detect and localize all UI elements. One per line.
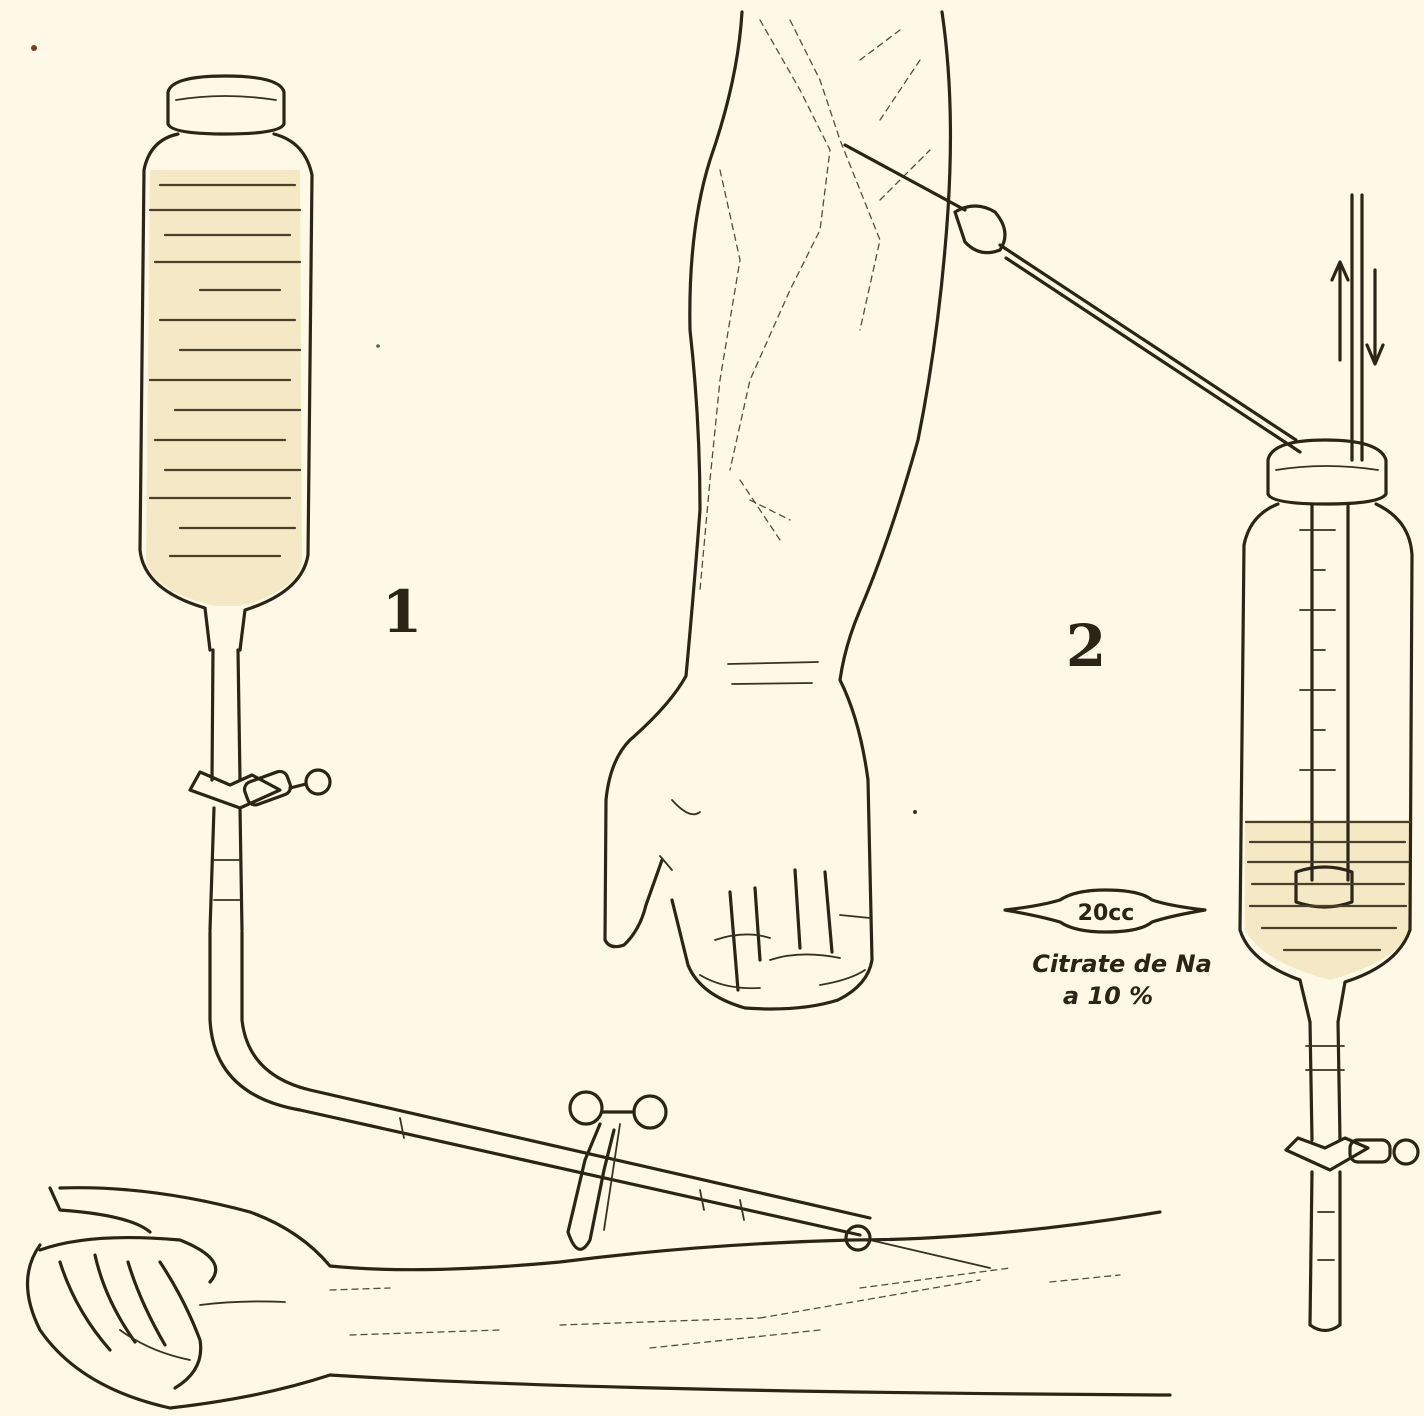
- air-tube-arrows: [1332, 195, 1383, 460]
- bottle-2-graduations: [1300, 530, 1335, 770]
- caption-line-1: Citrate de Na: [1032, 950, 1212, 978]
- stopcock-2: [1286, 1138, 1418, 1170]
- drip-line-1: [190, 650, 990, 1268]
- ampoule-label: 20cc: [1078, 901, 1135, 926]
- collection-line-2: [845, 145, 1300, 452]
- figure-label-1: 1: [382, 578, 422, 646]
- recipient-arm: [28, 1188, 1171, 1408]
- donor-arm: [605, 12, 950, 1009]
- figure-label-2: 2: [1066, 612, 1106, 680]
- citrate-ampoule: 20cc: [1005, 890, 1205, 932]
- bottle-1: [140, 76, 312, 650]
- bottle-2: [1240, 440, 1418, 1331]
- caption-line-2: a 10 %: [1063, 982, 1153, 1010]
- tube-clamp: [568, 1092, 666, 1249]
